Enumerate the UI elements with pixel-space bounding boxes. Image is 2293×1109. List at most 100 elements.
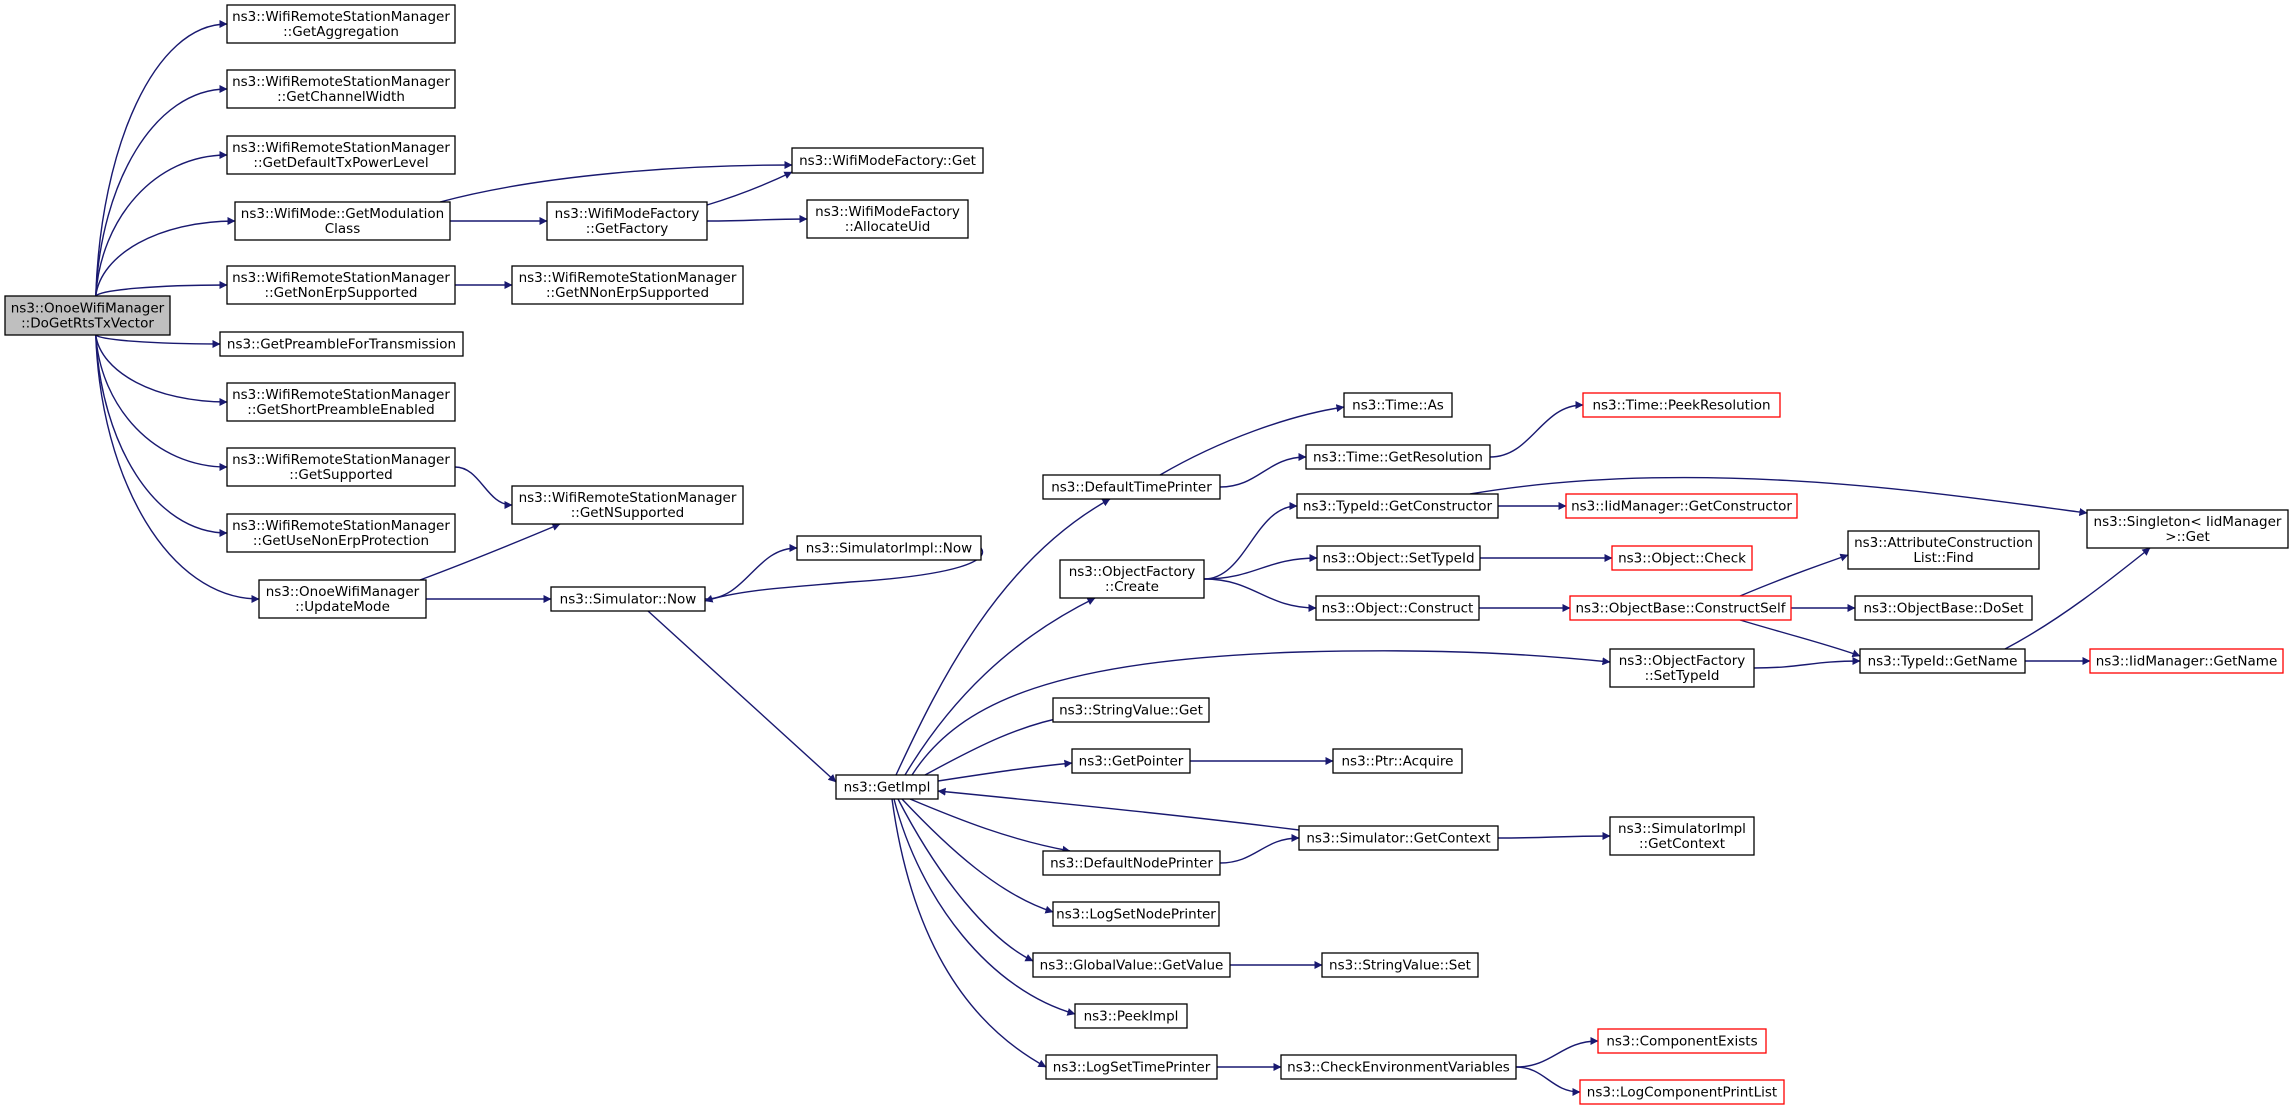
node-root[interactable]: ns3::OnoeWifiManager::DoGetRtsTxVector	[4, 295, 171, 336]
node-getNonErpSupported[interactable]: ns3::WifiRemoteStationManager::GetNonErp…	[226, 265, 456, 305]
node-box[interactable]	[234, 201, 451, 241]
node-objectCheck[interactable]: ns3::Object::Check	[1611, 545, 1753, 571]
node-updateMode[interactable]: ns3::OnoeWifiManager::UpdateMode	[258, 579, 427, 619]
node-simulatorNow[interactable]: ns3::Simulator::Now	[550, 586, 706, 612]
node-box[interactable]	[226, 447, 456, 487]
node-box[interactable]	[1582, 392, 1781, 418]
node-getPointer[interactable]: ns3::GetPointer	[1071, 748, 1191, 774]
node-box[interactable]	[796, 535, 982, 561]
node-getAggregation[interactable]: ns3::WifiRemoteStationManager::GetAggreg…	[226, 4, 456, 44]
node-box[interactable]	[1859, 648, 2026, 674]
node-logComponentPrintList[interactable]: ns3::LogComponentPrintList	[1579, 1079, 1785, 1105]
node-globalValueGetValue[interactable]: ns3::GlobalValue::GetValue	[1032, 952, 1231, 978]
node-box[interactable]	[1315, 595, 1480, 621]
node-objectFactoryCreate[interactable]: ns3::ObjectFactory::Create	[1059, 559, 1205, 599]
node-box[interactable]	[226, 4, 456, 44]
node-singletonGet[interactable]: ns3::Singleton< IidManager >::Get	[2086, 509, 2289, 549]
node-box[interactable]	[1847, 530, 2040, 570]
node-box[interactable]	[2089, 648, 2284, 674]
node-allocateUid[interactable]: ns3::WifiModeFactory::AllocateUid	[806, 199, 969, 239]
node-box[interactable]	[1597, 1028, 1767, 1054]
node-box[interactable]	[546, 201, 708, 241]
node-box[interactable]	[1609, 648, 1755, 688]
node-timeGetResolution[interactable]: ns3::Time::GetResolution	[1305, 444, 1491, 470]
node-typeIdGetConstructor[interactable]: ns3::TypeId::GetConstructor	[1296, 493, 1499, 519]
node-box[interactable]	[226, 69, 456, 109]
node-box[interactable]	[226, 382, 456, 422]
node-box[interactable]	[1071, 748, 1191, 774]
node-stringValueGet[interactable]: ns3::StringValue::Get	[1052, 697, 1210, 723]
node-box[interactable]	[1565, 493, 1798, 519]
node-box[interactable]	[1280, 1054, 1517, 1080]
node-box[interactable]	[219, 331, 464, 357]
node-box[interactable]	[226, 513, 456, 553]
node-box[interactable]	[1298, 825, 1499, 851]
node-stringValueSet[interactable]: ns3::StringValue::Set	[1321, 952, 1479, 978]
node-box[interactable]	[226, 135, 456, 175]
node-box[interactable]	[835, 774, 939, 800]
node-box[interactable]	[1343, 392, 1453, 418]
node-getUseNonErpProtection[interactable]: ns3::WifiRemoteStationManager::GetUseNon…	[226, 513, 456, 553]
node-getNNonErpSupported[interactable]: ns3::WifiRemoteStationManager::GetNNonEr…	[511, 265, 744, 305]
node-box[interactable]	[1611, 545, 1753, 571]
node-box[interactable]	[1052, 697, 1210, 723]
node-box[interactable]	[1052, 901, 1220, 927]
node-peekImpl[interactable]: ns3::PeekImpl	[1074, 1003, 1188, 1029]
node-box[interactable]	[1059, 559, 1205, 599]
node-iidGetConstructor[interactable]: ns3::IidManager::GetConstructor	[1565, 493, 1798, 519]
node-defaultNodePrinter[interactable]: ns3::DefaultNodePrinter	[1042, 850, 1221, 876]
node-objectFactorySetTypeId[interactable]: ns3::ObjectFactory::SetTypeId	[1609, 648, 1755, 688]
node-logSetTimePrinter[interactable]: ns3::LogSetTimePrinter	[1045, 1054, 1218, 1080]
node-box[interactable]	[1042, 850, 1221, 876]
node-getSupported[interactable]: ns3::WifiRemoteStationManager::GetSuppor…	[226, 447, 456, 487]
node-box[interactable]	[4, 295, 171, 336]
node-box[interactable]	[1032, 952, 1231, 978]
node-timePeekResolution[interactable]: ns3::Time::PeekResolution	[1582, 392, 1781, 418]
node-getPreambleForTransmission[interactable]: ns3::GetPreambleForTransmission	[219, 331, 464, 357]
node-box[interactable]	[1045, 1054, 1218, 1080]
node-simulatorImplNow[interactable]: ns3::SimulatorImpl::Now	[796, 535, 982, 561]
node-box[interactable]	[1609, 816, 1755, 856]
node-box[interactable]	[806, 199, 969, 239]
node-box[interactable]	[1321, 952, 1479, 978]
node-iidGetName[interactable]: ns3::IidManager::GetName	[2089, 648, 2284, 674]
node-box[interactable]	[1074, 1003, 1188, 1029]
node-box[interactable]	[2086, 509, 2289, 549]
node-simulatorImplGetContext[interactable]: ns3::SimulatorImpl::GetContext	[1609, 816, 1755, 856]
node-getShortPreambleEnabled[interactable]: ns3::WifiRemoteStationManager::GetShortP…	[226, 382, 456, 422]
node-box[interactable]	[550, 586, 706, 612]
node-box[interactable]	[791, 147, 984, 174]
node-getNSupported[interactable]: ns3::WifiRemoteStationManager::GetNSuppo…	[511, 485, 744, 525]
node-box[interactable]	[1332, 748, 1463, 774]
node-defaultTimePrinter[interactable]: ns3::DefaultTimePrinter	[1042, 474, 1221, 500]
node-box[interactable]	[1296, 493, 1499, 519]
node-objectBaseDoSet[interactable]: ns3::ObjectBase::DoSet	[1854, 595, 2033, 621]
node-componentExists[interactable]: ns3::ComponentExists	[1597, 1028, 1767, 1054]
node-box[interactable]	[226, 265, 456, 305]
node-box[interactable]	[1316, 545, 1481, 571]
node-checkEnvVars[interactable]: ns3::CheckEnvironmentVariables	[1280, 1054, 1517, 1080]
node-constructSelf[interactable]: ns3::ObjectBase::ConstructSelf	[1569, 595, 1792, 621]
node-simulatorGetContext[interactable]: ns3::Simulator::GetContext	[1298, 825, 1499, 851]
node-box[interactable]	[1305, 444, 1491, 470]
node-typeIdGetName[interactable]: ns3::TypeId::GetName	[1859, 648, 2026, 674]
node-getDefaultTxPowerLevel[interactable]: ns3::WifiRemoteStationManager::GetDefaul…	[226, 135, 456, 175]
node-timeAs[interactable]: ns3::Time::As	[1343, 392, 1453, 418]
node-objectSetTypeId[interactable]: ns3::Object::SetTypeId	[1316, 545, 1481, 571]
node-box[interactable]	[1042, 474, 1221, 500]
node-getChannelWidth[interactable]: ns3::WifiRemoteStationManager::GetChanne…	[226, 69, 456, 109]
node-box[interactable]	[511, 485, 744, 525]
node-box[interactable]	[1569, 595, 1792, 621]
node-wifiModeFactoryGet[interactable]: ns3::WifiModeFactory::Get	[791, 147, 984, 174]
node-logSetNodePrinter[interactable]: ns3::LogSetNodePrinter	[1052, 901, 1220, 927]
node-objectConstruct[interactable]: ns3::Object::Construct	[1315, 595, 1480, 621]
node-box[interactable]	[1579, 1079, 1785, 1105]
node-getFactory[interactable]: ns3::WifiModeFactory::GetFactory	[546, 201, 708, 241]
node-getImpl[interactable]: ns3::GetImpl	[835, 774, 939, 800]
node-box[interactable]	[511, 265, 744, 305]
node-box[interactable]	[258, 579, 427, 619]
node-ptrAcquire[interactable]: ns3::Ptr::Acquire	[1332, 748, 1463, 774]
node-box[interactable]	[1854, 595, 2033, 621]
